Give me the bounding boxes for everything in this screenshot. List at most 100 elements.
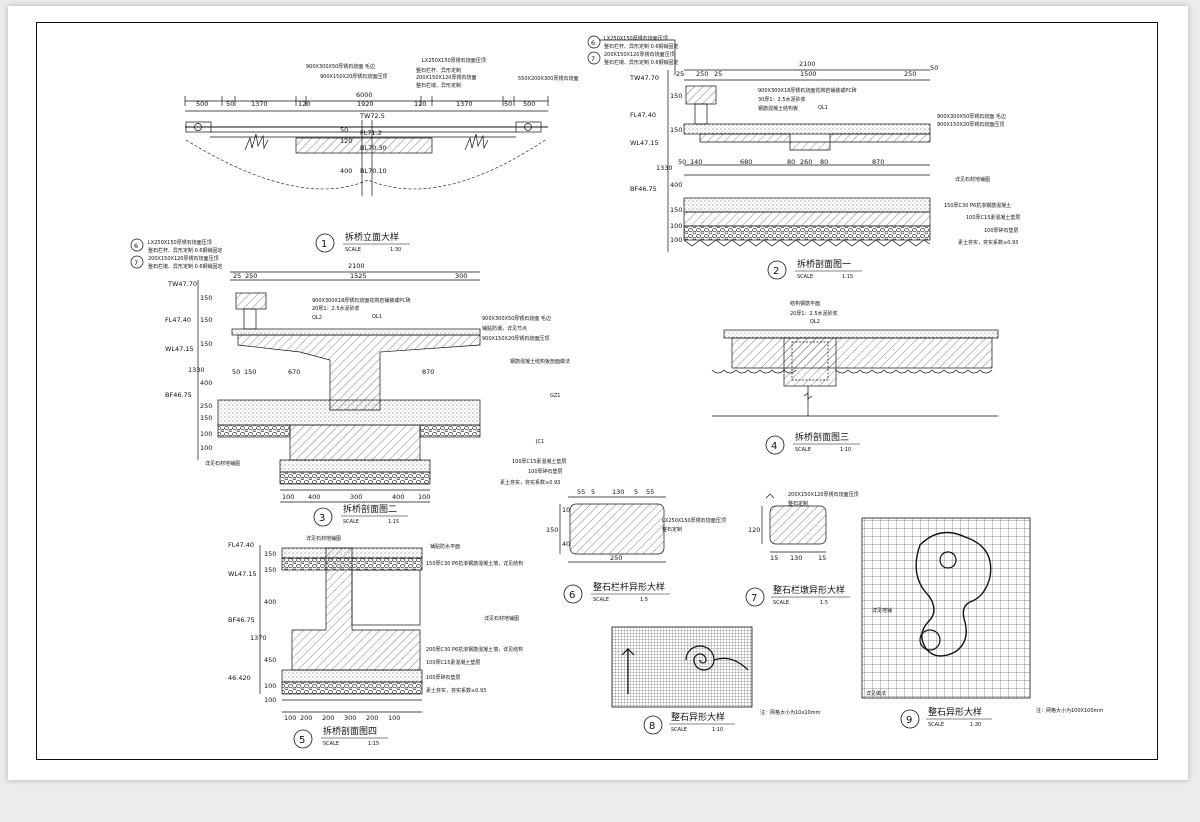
title-1-num: 1: [321, 239, 327, 250]
sec1-note-1: 900X300X18厚锈石烧面花岗岩铺装或PC砖: [758, 87, 857, 94]
sec1-note-top-1: LX250X150厚锈石烧面压顶: [604, 35, 668, 42]
d7-bot-3: 15: [818, 554, 826, 562]
sec1-side-4: 400: [670, 181, 682, 189]
title-7-text: 整石栏墩异形大样: [773, 584, 845, 596]
sec1-side-3: 1330: [656, 164, 673, 172]
sec2-mid-3: 670: [288, 368, 300, 376]
title-7-scale: 1:5: [820, 600, 828, 606]
sec2-note-5: 900X300X50厚锈石烧面 毛边: [482, 315, 551, 322]
sec1-note-5: 900X300X50厚锈石烧面 毛边: [937, 113, 1006, 120]
title-block-7: 7 整石栏墩异形大样 SCALE 1:5: [745, 584, 850, 607]
d6-top-5: 55: [646, 488, 654, 496]
title-9-scale-label: SCALE: [928, 722, 944, 728]
sec1-mid-5: 260: [800, 158, 812, 166]
d6-top-3: 130: [612, 488, 624, 496]
d6-side-3: 40: [562, 540, 570, 548]
sec1-mid-1: 50: [678, 158, 686, 166]
d6-side-2: 10: [562, 506, 570, 514]
title-2-num: 2: [773, 266, 779, 277]
sec2-level-tw: TW47.70: [167, 280, 197, 288]
sec2-note-11: 100厚C15素混凝土垫层: [512, 458, 566, 465]
d8-note: 注：网格大小为10x10mm: [760, 709, 821, 716]
title-block-9: 9 整石异形大样 SCALE 1:30: [900, 706, 992, 729]
title-6-text: 整石栏杆异形大样: [593, 581, 665, 593]
d9-side-text: 详见地铺: [872, 607, 892, 614]
elev-dim-total: 6000: [356, 91, 373, 99]
elev-dim-9: 500: [523, 100, 535, 108]
sec4-side-4: 1370: [250, 634, 267, 642]
sec2-side-7: 150: [200, 414, 212, 422]
sec4-level-base: 46.420: [228, 674, 251, 682]
elev-level-tw: TW72.5: [359, 112, 385, 120]
sec1-mid-3: 680: [740, 158, 752, 166]
d6-note-2: 整石定制: [662, 526, 682, 533]
sec1-level-bf: BF46.75: [630, 185, 657, 193]
title-block-5: 5 拆桥剖面图四 SCALE 1:15: [293, 725, 388, 749]
section-detail-3: [197, 271, 481, 503]
sec1-note-4: 钢筋混凝土结构板: [758, 105, 798, 112]
sec2-dim-total: 2100: [348, 262, 365, 270]
sec2-mid-4: 870: [422, 368, 434, 376]
title-8-text: 整石异形大样: [671, 711, 725, 723]
elev-dim-2: 50: [226, 100, 234, 108]
sec2-level-fl: FL47.40: [165, 316, 191, 324]
sec2-side-8: 100: [200, 430, 212, 438]
elev-level-bl1: BL70.30: [360, 144, 387, 152]
detail-8-grid: [611, 626, 753, 708]
sec2-note-9: GZ1: [550, 393, 560, 399]
sec2-side-5: 400: [200, 379, 212, 387]
sec1-callout-7: 7: [591, 55, 595, 63]
d6-bottom: 250: [610, 554, 622, 562]
sec2-note-top-2: 整石栏杆、异形定制 0.6钢销固定: [148, 247, 223, 254]
sec2-side-1: 150: [200, 294, 212, 302]
elev-level-bl2: BL70.10: [360, 167, 387, 175]
title-block-1: 1 拆桥立面大样 SCALE 1:30: [315, 231, 410, 253]
title-6-scale: 1:5: [640, 597, 648, 603]
section-detail-5: [259, 545, 423, 713]
detail-6-rail: [559, 496, 666, 563]
drawing-sheet: 500 50 1370 120 1920 120 1370 50 500 600…: [8, 6, 1188, 780]
elev-dim-4: 120: [298, 100, 310, 108]
sec1-note-top-4: 整石栏墩、异形定制 0.6钢销固定: [604, 59, 679, 66]
elev-note-2: 900X300X50厚锈石烧面 毛边: [306, 63, 375, 70]
sec4-note-2: 铺贴防水平面: [430, 543, 460, 550]
d7-bot-1: 15: [770, 554, 778, 562]
d6-top-2: 5: [591, 488, 595, 496]
sec4-bot-3: 200: [322, 714, 334, 722]
detail-9-grid: [861, 517, 1031, 699]
sec1-dim-6: 50: [930, 64, 938, 72]
sec2-note-13: 素土夯实，夯实系数≥0.93: [500, 479, 560, 486]
sec2-callout-6: 6: [134, 242, 138, 250]
sec4-side-3: 400: [264, 598, 276, 606]
title-block-4: 4 拆桥剖面图三 SCALE 1:10: [765, 431, 860, 455]
elev-side-dim-2: 120: [340, 137, 352, 145]
sec4-side-7: 100: [264, 696, 276, 704]
sec4-note-3: 150厚C30 P6抗渗钢筋混凝土墙，详见结构: [426, 560, 523, 567]
sec4-level-fl: FL47.40: [228, 541, 254, 549]
sec2-callout-7: 7: [134, 259, 138, 267]
elev-side-dim-3: 400: [340, 167, 352, 175]
elev-note-4: 200X150X120厚锈石烧面: [416, 74, 476, 81]
title-8-scale: 1:10: [712, 727, 723, 733]
d7-side: 120: [748, 526, 760, 534]
sec1-note-9: 100厚C15素混凝土垫层: [966, 214, 1020, 221]
sec2-note-1: 900X300X18厚锈石烧面花岗岩铺装或PC砖: [312, 297, 411, 304]
title-5-text: 拆桥剖面图四: [323, 725, 377, 737]
title-5-scale-label: SCALE: [323, 741, 339, 747]
sec4-level-bf: BF46.75: [228, 616, 255, 624]
elevation-detail-1: [184, 96, 549, 196]
sec1-dim-1: 25: [676, 70, 684, 78]
callout-circle: [130, 238, 144, 252]
title-1-scale: 1:30: [390, 247, 401, 253]
d7-note-1: 200X150X120厚锈石烧面压顶: [788, 491, 858, 498]
elev-dim-5: 1920: [357, 100, 374, 108]
sec1-side-7: 100: [670, 236, 682, 244]
sec1-note-6: 900X150X20厚锈石烧面压顶: [937, 121, 1004, 128]
title-5-scale: 1:15: [368, 741, 379, 747]
sec1-note-top-2: 整石栏杆、异形定制 0.6钢销固定: [604, 43, 679, 50]
sec2-dim-3: 1525: [350, 272, 367, 280]
sec2-mid-1: 50: [232, 368, 240, 376]
elev-dim-8: 50: [504, 100, 512, 108]
elev-dim-3: 1370: [251, 100, 268, 108]
title-7-num: 7: [751, 593, 757, 604]
